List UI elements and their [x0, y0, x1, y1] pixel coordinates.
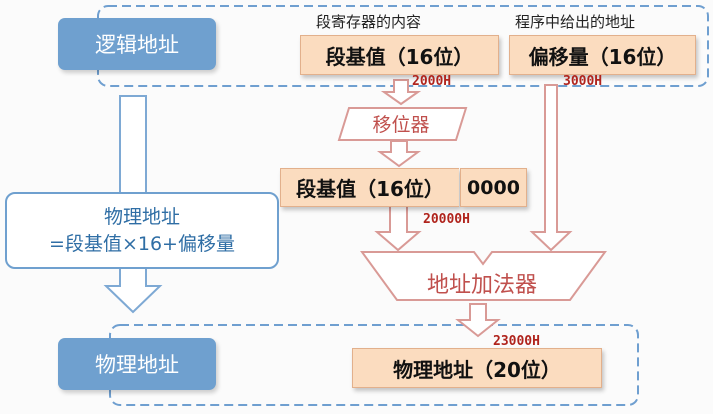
shifted-segment-box: 段基值（16位）	[280, 168, 459, 207]
formula-box: 物理地址 =段基值×16+偏移量	[5, 192, 279, 269]
shifted-zeros-label: 0000	[467, 176, 520, 199]
segment-to-shifter-arrow	[380, 79, 422, 106]
offset-value-label: 偏移量（16位）	[528, 44, 677, 69]
shifted-hex: 20000H	[423, 212, 470, 227]
physical-address-result-label: 物理地址（20位）	[393, 357, 561, 382]
segment-hex: 2000H	[412, 74, 452, 89]
shifter-label: 移位器	[372, 114, 429, 136]
physical-address-result-box: 物理地址（20位）	[352, 348, 602, 388]
sum-hex: 23000H	[493, 334, 540, 349]
shifter-shape	[337, 107, 468, 141]
adder-to-result-arrow	[455, 303, 501, 338]
adder-shape	[360, 251, 607, 301]
shifter-to-shifted-arrow	[376, 140, 422, 168]
formula-line2: =段基值×16+偏移量	[49, 232, 235, 255]
segment-value-box: 段基值（16位）	[300, 35, 499, 75]
adder-label: 地址加法器	[427, 273, 537, 298]
shifted-zeros-box: 0000	[460, 168, 527, 207]
offset-to-adder-arrow	[529, 84, 573, 252]
shifted-to-adder-arrow	[374, 205, 422, 252]
offset-hex: 3000H	[563, 74, 603, 89]
physical-address-label: 物理地址	[95, 353, 179, 377]
logical-address-pill: 逻辑地址	[58, 18, 216, 70]
segment-value-label: 段基值（16位）	[325, 44, 474, 69]
physical-address-pill: 物理地址	[58, 338, 216, 390]
logical-address-label: 逻辑地址	[95, 33, 179, 57]
offset-value-box: 偏移量（16位）	[509, 35, 696, 75]
segment-caption: 段寄存器的内容	[316, 13, 422, 31]
offset-caption: 程序中给出的地址	[515, 13, 636, 31]
shifted-segment-label: 段基值（16位）	[296, 177, 444, 201]
formula-line1: 物理地址	[103, 205, 180, 228]
